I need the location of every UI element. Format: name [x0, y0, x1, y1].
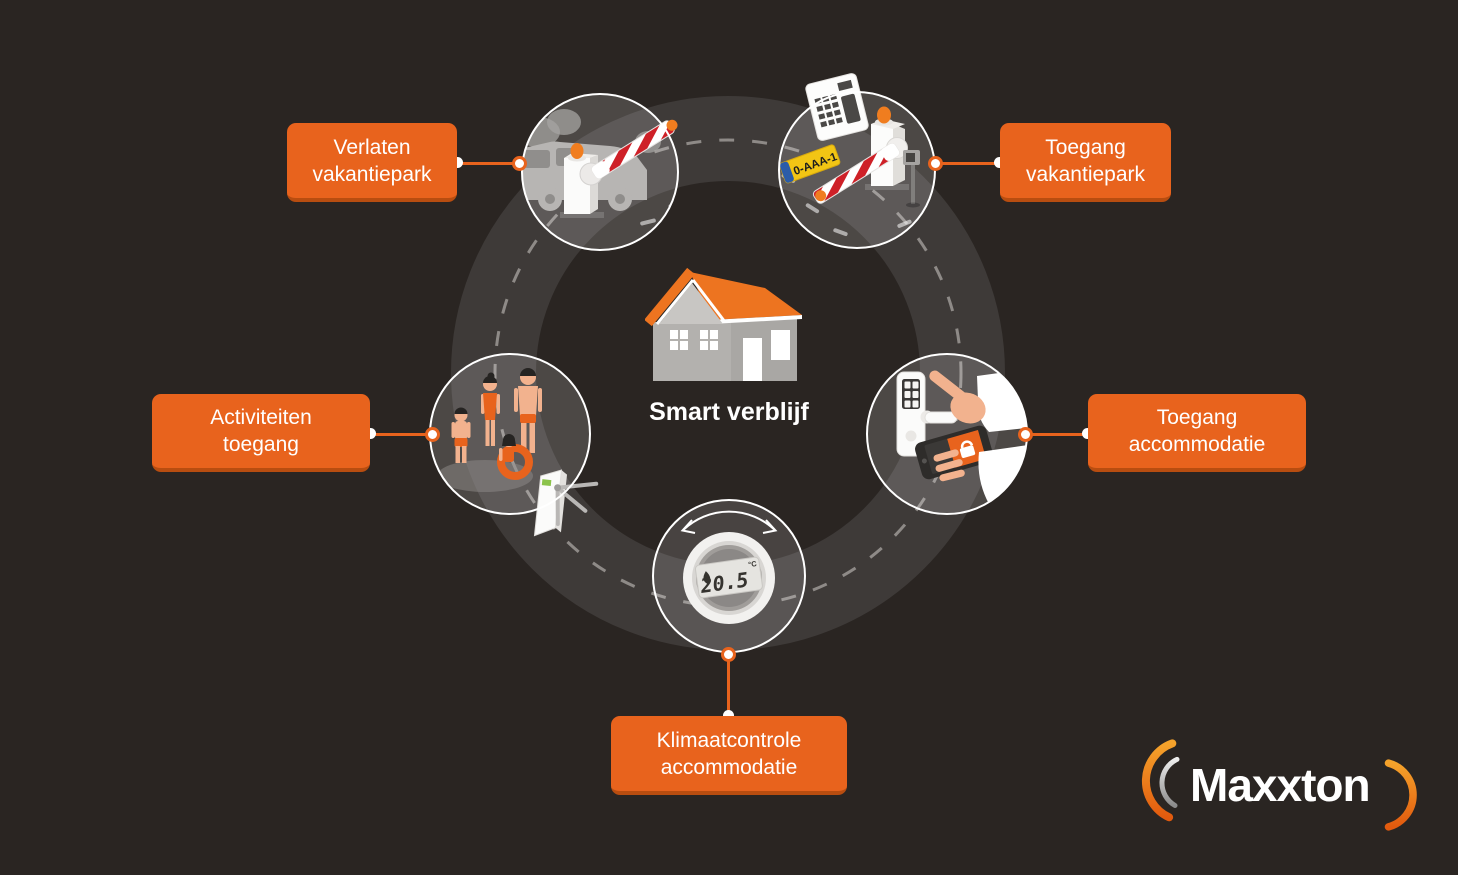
connector-toegang-accommodatie [1026, 433, 1088, 436]
label-toegang-accommodatie: Toegang accommodatie [1088, 394, 1306, 472]
connector-dot [1082, 428, 1093, 439]
connector-dot [365, 428, 376, 439]
label-toegang-vakantiepark: Toegang vakantiepark [1000, 123, 1171, 202]
house-icon [645, 267, 802, 381]
logo-text: Maxxton [1190, 759, 1370, 811]
connector-dot-ring [512, 156, 527, 171]
maxxton-logo: Maxxton [1141, 739, 1417, 831]
unlock-icon [960, 440, 974, 449]
label-line: vakantiepark [312, 162, 432, 186]
pointing-hand-icon [929, 368, 1027, 432]
house-window-right [771, 330, 790, 360]
flame-icon [703, 571, 711, 585]
label-line: toegang [223, 433, 299, 456]
woman-figure [481, 372, 500, 446]
door-handle [924, 411, 958, 424]
connector-verlaten [458, 162, 520, 165]
house-window-left [670, 330, 688, 350]
center-label: Smart verblijf [649, 398, 809, 426]
sleeve-cuff [978, 444, 1027, 504]
thermostat-icon: 20.5 °C [680, 510, 778, 624]
node-toegang-vakantiepark: 0-AAA-1 [778, 73, 936, 249]
logo-arc-right-orange-icon [1384, 759, 1417, 831]
connector-dot [994, 157, 1005, 168]
connector-klimaatcontrole [727, 654, 730, 716]
barrier-gate-icon [812, 106, 909, 204]
label-line: accommodatie [1128, 433, 1266, 456]
node-verlaten-vakantiepark [521, 93, 679, 251]
intercom-keypad-icon [805, 73, 869, 141]
barrier-gate-icon [560, 119, 678, 218]
label-line: Activiteiten [210, 406, 312, 429]
logo-arc-left-silver-icon [1159, 756, 1180, 808]
family-swimmers-icon [437, 368, 542, 492]
node-toegang-accommodatie [866, 353, 1028, 515]
barrier-lamp [877, 106, 891, 124]
turnstile-arms [555, 481, 599, 526]
man-figure [514, 368, 542, 453]
thermostat-lcd: 20.5 °C [694, 556, 763, 599]
camera-post-icon [903, 150, 920, 208]
label-verlaten-vakantiepark: Verlaten vakantiepark [287, 123, 457, 202]
label-line: Verlaten [333, 135, 411, 159]
label-activiteiten-toegang: Activiteiten toegang [152, 394, 370, 472]
girl-swim-ring-figure [497, 434, 533, 480]
label-klimaatcontrole-accommodatie: Klimaatcontrole accommodatie [611, 716, 847, 795]
label-line: Toegang [1156, 406, 1238, 429]
boy-figure [451, 407, 471, 463]
barrier-lamp [570, 143, 584, 159]
holding-hand-icon [933, 449, 965, 482]
smart-lock-icon [896, 371, 958, 457]
turnstile-icon [533, 469, 599, 537]
connector-toegang-vakantiepark [936, 162, 1000, 165]
house-door [743, 338, 762, 381]
label-line: accommodatie [660, 755, 798, 779]
turnstile-green-light [541, 479, 552, 487]
thermostat-unit: °C [748, 559, 758, 569]
label-line: Klimaatcontrole [656, 728, 802, 752]
connector-dot [723, 710, 734, 721]
rotate-arrow-icon [682, 510, 776, 531]
connector-dot-ring [1018, 427, 1033, 442]
label-line: vakantiepark [1025, 162, 1146, 186]
connector-dot-ring [721, 647, 736, 662]
connector-dot [452, 157, 463, 168]
house-window-mid [700, 330, 718, 350]
connector-dot-ring [425, 427, 440, 442]
node-activiteiten-toegang [429, 353, 599, 537]
node-klimaatcontrole: 20.5 °C [652, 499, 806, 653]
label-line: Toegang [1045, 135, 1126, 159]
logo-arc-left-orange-icon [1141, 739, 1177, 822]
connector-dot-ring [928, 156, 943, 171]
keyhole [905, 430, 917, 442]
connector-activiteiten [371, 433, 433, 436]
